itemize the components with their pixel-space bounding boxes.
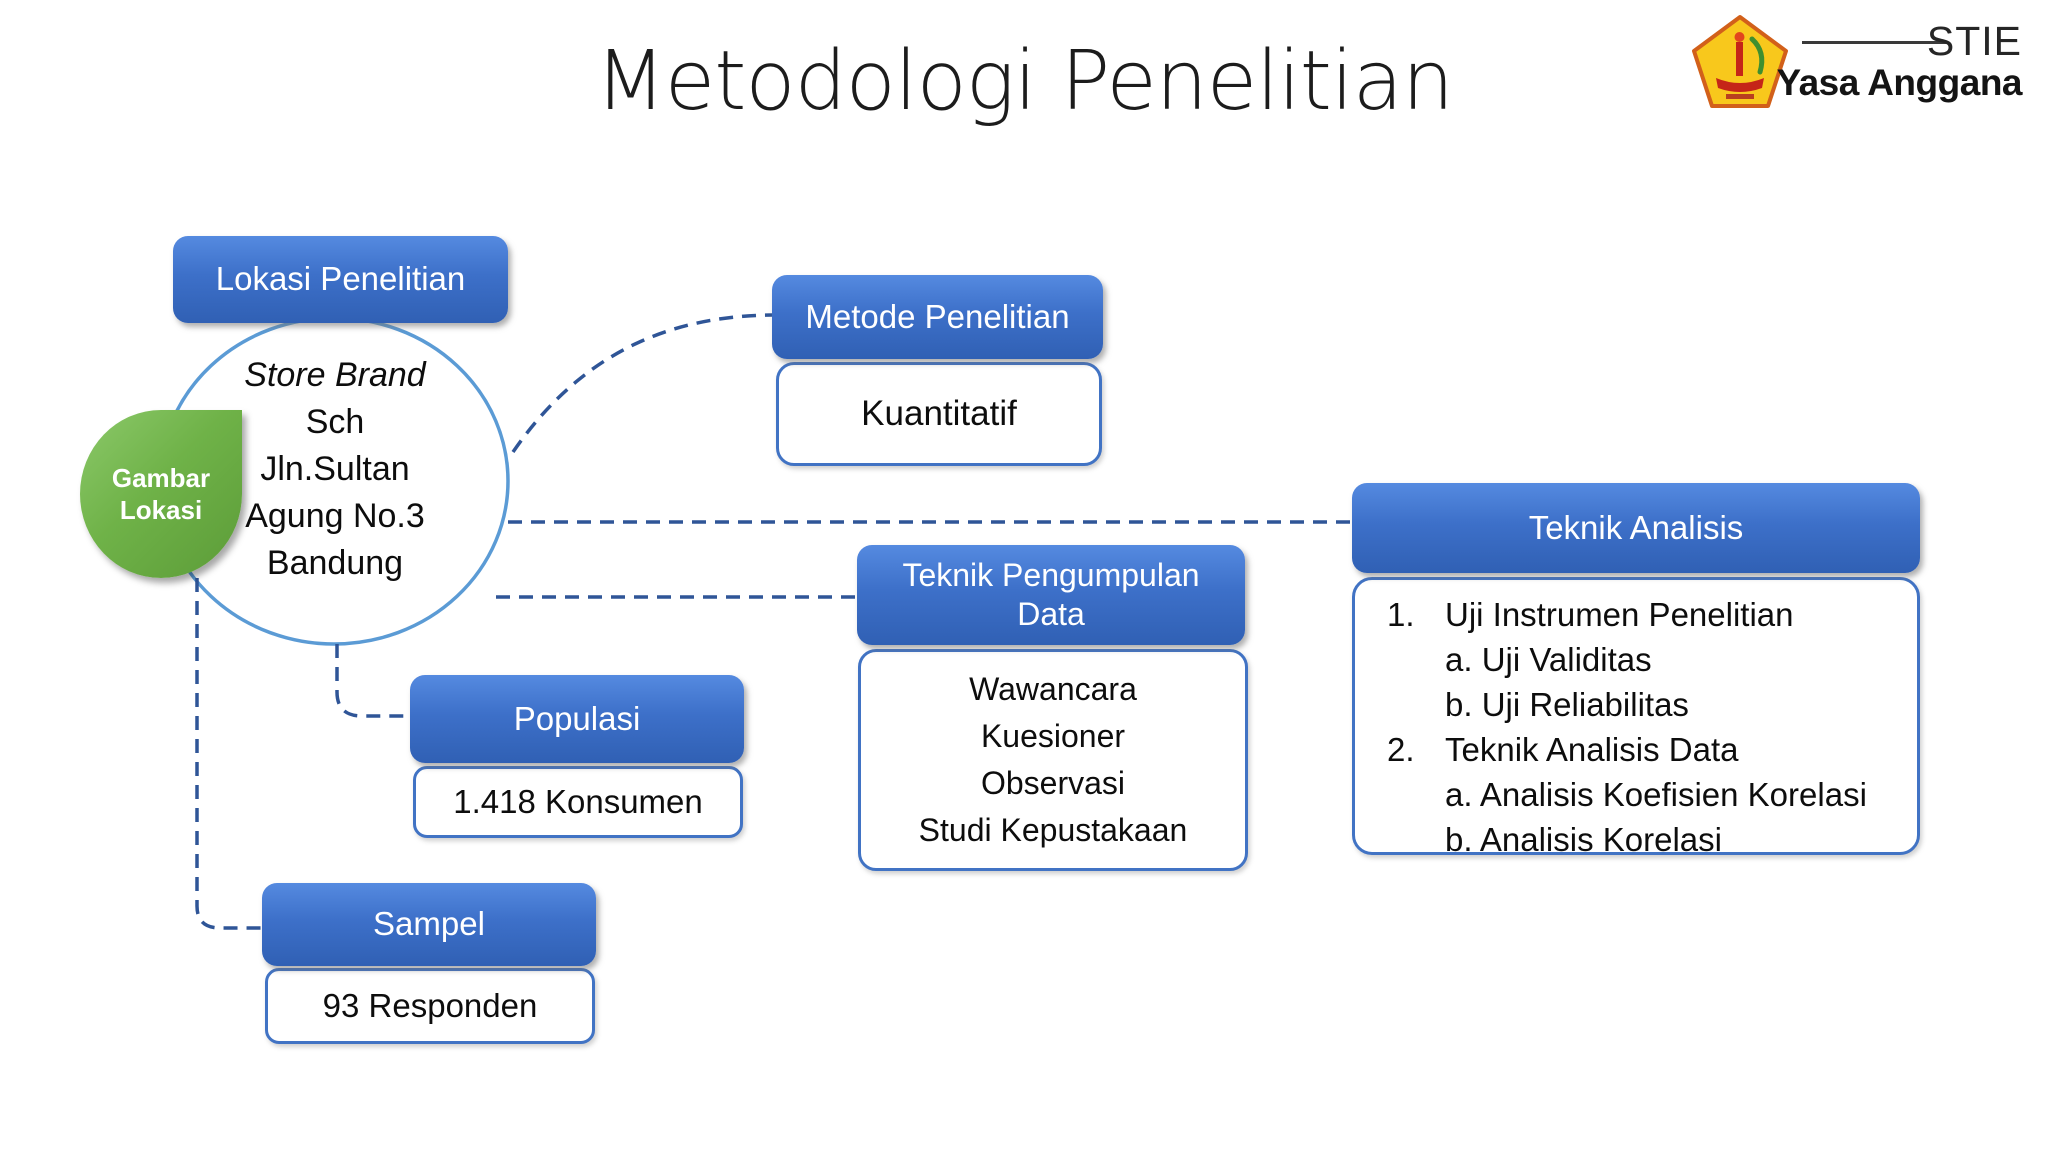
page-title: Metodologi Penelitian — [595, 34, 1454, 129]
stie-yasa-anggana-logo: STIE Yasa Anggana — [1690, 8, 2022, 112]
pengumpulan-item: Wawancara — [969, 671, 1137, 707]
node-metode-penelitian-label: Metode Penelitian — [805, 297, 1070, 335]
pengumpulan-item: Observasi — [980, 765, 1126, 801]
analisis-item: a. Uji Validitas — [1387, 637, 1907, 682]
connector-circle-to-populasi — [335, 644, 410, 718]
analisis-item: 2. Teknik Analisis Data — [1387, 727, 1907, 772]
pengumpulan-item: Studi Kepustakaan — [918, 812, 1188, 848]
analisis-item-number — [1387, 772, 1445, 817]
teknik-pengumpulan-value-box: Wawancara Kuesioner Observasi Studi Kepu… — [858, 649, 1248, 871]
node-populasi-label: Populasi — [513, 699, 641, 737]
university-crest-icon — [1692, 15, 1788, 108]
store-brand-line: Store Brand — [244, 356, 426, 394]
populasi-value: 1.418 Konsumen — [453, 783, 703, 820]
sampel-value-box: 93 Responden — [265, 968, 595, 1044]
connector-circle-to-metode — [511, 313, 773, 453]
analisis-item-number — [1387, 817, 1445, 862]
node-sampel: Sampel — [262, 883, 596, 966]
populasi-value-box: 1.418 Konsumen — [413, 766, 743, 838]
analisis-item-text: a. Uji Validitas — [1445, 641, 1652, 678]
analisis-item-number — [1387, 682, 1445, 727]
node-sampel-label: Sampel — [373, 905, 485, 943]
analisis-item-number: 1. — [1387, 596, 1415, 633]
analisis-item: b. Analisis Korelasi — [1387, 817, 1907, 862]
metode-value: Kuantitatif — [861, 394, 1017, 433]
analisis-item-text: a. Analisis Koefisien Korelasi — [1445, 776, 1867, 813]
city-line: Bandung — [266, 544, 404, 582]
sampel-value: 93 Responden — [322, 987, 538, 1024]
analisis-item-number — [1387, 637, 1445, 682]
analisis-item-text: b. Uji Reliabilitas — [1445, 686, 1689, 723]
street-number-line: Agung No.3 — [245, 497, 425, 535]
node-teknik-analisis-label: Teknik Analisis — [1528, 508, 1744, 546]
analisis-item: b. Uji Reliabilitas — [1387, 682, 1907, 727]
street-line: Jln.Sultan — [260, 450, 410, 488]
analisis-item-text: Uji Instrumen Penelitian — [1445, 596, 1794, 633]
node-metode-penelitian: Metode Penelitian — [772, 275, 1103, 359]
node-teknik-pengumpulan-label: Teknik Pengumpulan Data — [902, 556, 1200, 632]
node-teknik-pengumpulan: Teknik Pengumpulan Data — [857, 545, 1245, 645]
teknik-analisis-value-box: 1. Uji Instrumen Penelitian a. Uji Valid… — [1352, 577, 1920, 858]
gambar-lokasi-line1: Gambar — [111, 462, 211, 493]
node-populasi: Populasi — [410, 675, 744, 763]
analisis-item-text: b. Analisis Korelasi — [1445, 821, 1722, 858]
node-teknik-analisis: Teknik Analisis — [1352, 483, 1920, 573]
store-name-line: Sch — [305, 403, 365, 441]
gambar-lokasi-line2: Lokasi — [119, 495, 203, 525]
location-circle-text: Store Brand Sch Jln.Sultan Agung No.3 Ba… — [224, 352, 446, 587]
connector-gambar-to-sampel — [195, 578, 262, 930]
analisis-item-text: Teknik Analisis Data — [1445, 731, 1739, 768]
analisis-item: a. Analisis Koefisien Korelasi — [1387, 772, 1907, 817]
analisis-item: 1. Uji Instrumen Penelitian — [1387, 592, 1907, 637]
analisis-item-number: 2. — [1387, 731, 1415, 768]
logo-org-name: Yasa Anggana — [1776, 62, 2022, 103]
node-lokasi-penelitian-label: Lokasi Penelitian — [215, 260, 466, 298]
metode-value-box: Kuantitatif — [776, 362, 1102, 466]
pengumpulan-item: Kuesioner — [980, 718, 1126, 754]
logo-divider-line — [1802, 41, 1948, 44]
logo-org-abbr: STIE — [1926, 18, 2022, 64]
node-lokasi-penelitian: Lokasi Penelitian — [173, 236, 508, 323]
gambar-lokasi-shape: Gambar Lokasi — [80, 410, 242, 578]
